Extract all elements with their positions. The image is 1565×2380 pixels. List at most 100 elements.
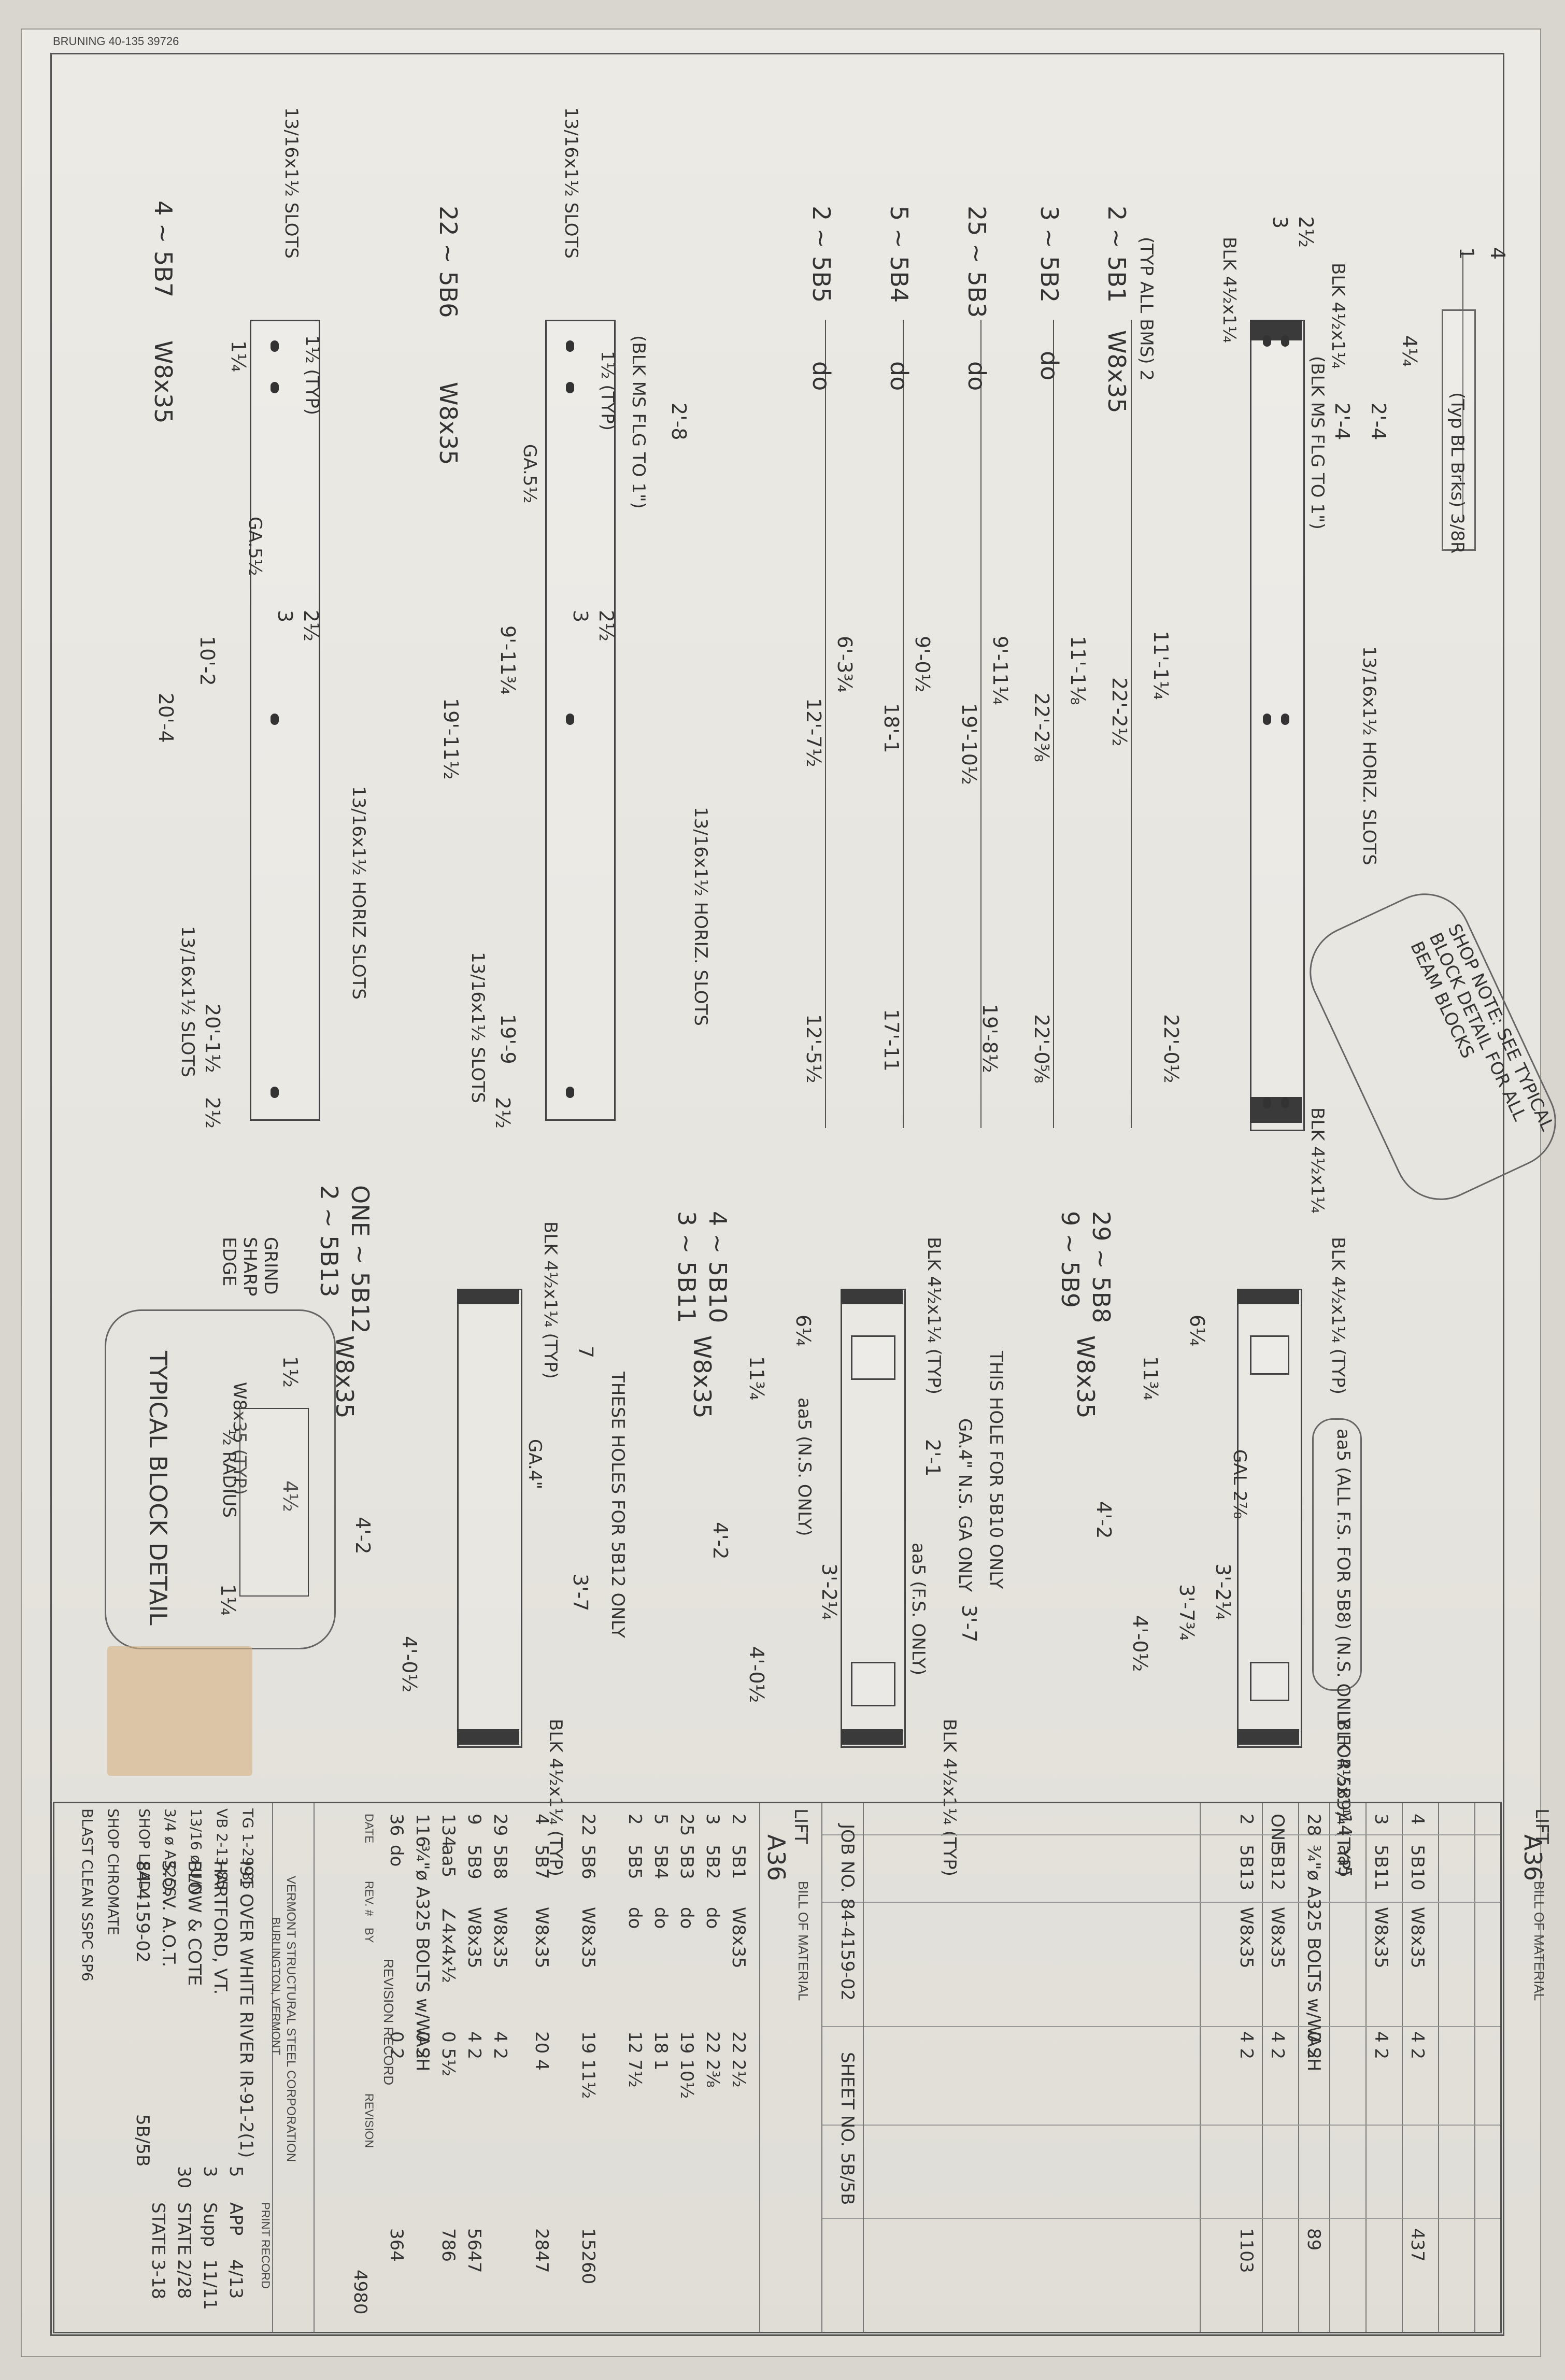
beam-mark-5: 2 ~ 5B5: [807, 206, 835, 303]
beam-5b10-d37: 3'-7: [958, 1605, 980, 1643]
bolt-hole: [1263, 335, 1271, 347]
dim-3: 3: [1269, 216, 1291, 229]
typ-all-beams: (TYP ALL BMS) 2: [1136, 237, 1157, 381]
dim-line: [825, 320, 826, 1128]
bom-left-header: BILL OF MATERIAL: [795, 1881, 811, 2001]
company-name: VERMONT STRUCTURAL STEEL CORPORATION: [284, 1876, 298, 2162]
typical-block-radius: ½ RADIUS: [219, 1429, 239, 1518]
beam-5b7-size: W8x35: [149, 340, 177, 424]
bom-l-row8-pcs: 29: [490, 1814, 510, 1836]
beam-d2-3: 19'-10½: [958, 703, 980, 785]
beam-size-2: do: [1035, 351, 1063, 381]
bom-l-row4-mark: 5B4: [650, 1845, 671, 1879]
bracket-dim-b: 2'-4: [1367, 403, 1390, 440]
bracket-detail: [1442, 309, 1476, 551]
beam-5b8-blk: BLK 4½x1¼ (TYP): [1328, 1237, 1348, 1395]
beam-5b12-d40: 4'-0½: [398, 1636, 421, 1693]
project-sheet: 5B/5B: [132, 2114, 153, 2167]
beam-5b7-d2: 20'-4: [154, 693, 177, 743]
paper-stain: [107, 1646, 252, 1776]
beam-mark-3: 25 ~ 5B3: [963, 206, 991, 318]
bom-total: 4980: [350, 2270, 371, 2315]
bolt-hole: [1281, 335, 1289, 347]
dim-2-4: 2'-4: [1331, 403, 1354, 440]
beam-d2-2: 22'-2⅜: [1030, 693, 1053, 762]
print-4-date: 3-18: [148, 2259, 168, 2300]
bom-l-row2-desc: do: [702, 1907, 723, 1929]
bom-l-row11-len: 0 2: [412, 2031, 433, 2060]
beam-5b7-horiz: 13/16x1½ HORIZ SLOTS: [348, 786, 369, 1000]
bom-l-row10-pcs: 134: [438, 1814, 459, 1847]
beam-5b8-d11: 11¾: [1139, 1356, 1162, 1401]
primer-note: SHOP CHROMATE: [105, 1808, 122, 1935]
blk-left-label: BLK 4½x1¼: [1219, 237, 1240, 343]
bom-r-row2-len: 4 2: [1371, 2031, 1391, 2060]
bolt-hole: [271, 340, 279, 352]
beam-5b7-typ: 1½ (TYP): [302, 335, 322, 415]
typical-block-grind: GRIND SHARP EDGE: [219, 1237, 281, 1296]
bom-l-row10-desc: ∠4x4x½: [438, 1907, 459, 1983]
beam-5b6-d1: 9'-11¾: [496, 625, 519, 695]
drawing-sheet: BRUNING 40-135 39726 4 1 4¼ 2'-4 (Typ BL…: [21, 28, 1565, 2357]
bom-l-row6-desc: W8x35: [578, 1907, 599, 1969]
revision-col-by: BY: [363, 1928, 376, 1943]
bom-l-row6-len: 19 11½: [578, 2031, 599, 2099]
bom-l-row9-mark: 5B9: [464, 1845, 485, 1879]
bolt-hole: [566, 382, 574, 393]
block-top: [841, 1289, 903, 1304]
print-4: STATE: [148, 2202, 168, 2256]
beam-d2-1: 22'-2½: [1108, 677, 1131, 747]
beam-5b7-dim22: 2½: [300, 610, 322, 642]
drawing-border: [50, 53, 1504, 2336]
beam-5b10-blk: BLK 4½x1¼ (TYP): [923, 1237, 944, 1395]
beam-5b8-d64: 6¼: [1186, 1315, 1208, 1347]
beam-d1-1: 11'-1¼: [1149, 631, 1172, 700]
beam-5b8-d40: 4'-0½: [1129, 1615, 1151, 1672]
beam-5b12-d37: 3'-7: [569, 1574, 592, 1612]
beam-5b10-aa1: aa5 (N.S. ONLY): [794, 1398, 815, 1536]
bom-left-lift: LIFT: [790, 1808, 811, 1844]
beam-size-5: do: [807, 361, 835, 391]
horiz-slots-label: 13/16x1½ HORIZ. SLOTS: [1359, 646, 1379, 865]
bom-job: JOB NO. 84-4159-02: [837, 1824, 858, 2001]
bom-l-row1-desc: W8x35: [728, 1907, 749, 1969]
bom-l-row8-len: 4 2: [490, 2031, 510, 2060]
blast-note: BLAST CLEAN SSPC SP6: [79, 1808, 96, 1982]
blk-ms-label: (BLK MS FLG TO 1"): [1307, 356, 1328, 530]
beam-5b10-d11: 11¾: [745, 1356, 768, 1401]
beam-5b8-d3: 3'-2¼: [1212, 1563, 1234, 1620]
beam-5b10-size: W8x35: [688, 1335, 716, 1419]
title-block: BILL OF MATERIAL LIFT A36 4 5B10 W8x35 4…: [53, 1802, 1552, 2333]
revision-col-rev: REV. #: [363, 1881, 376, 1916]
angle-clip: [851, 1335, 895, 1380]
revision-col-revision: REVISION: [363, 2093, 376, 2148]
typical-block-title: TYPICAL BLOCK DETAIL: [144, 1351, 172, 1626]
beam-5b10-aa2: aa5 (F.S. ONLY): [908, 1543, 929, 1676]
beam-mark-1: 2 ~ 5B1: [1103, 206, 1131, 303]
blk-top-label: BLK 4½x1¼: [1328, 263, 1348, 369]
bom-l-row1-pcs: 2: [728, 1814, 749, 1825]
angle-clip: [1250, 1335, 1289, 1375]
bom-r-row3-pcs: 14: [1334, 1814, 1355, 1836]
print-1-no: 5: [225, 2166, 246, 2177]
dim-2-half: 2½: [1294, 216, 1317, 248]
beam-5b6-dim22: 2½: [595, 610, 618, 642]
beam-5b7-d3: 20'-1½: [201, 1004, 224, 1073]
bracket-dim-a: 4¼: [1398, 335, 1421, 367]
beam-5b12-note: THESE HOLES FOR 5B12 ONLY: [607, 1372, 628, 1638]
beam-d3-4: 17'-11: [880, 1009, 903, 1072]
bom-l-row2-len: 22 2⅜: [702, 2031, 723, 2088]
dim-line: [1131, 320, 1132, 1128]
print-2-date: 11/11: [200, 2259, 220, 2310]
beam-5b12-d42: 4'-2: [351, 1517, 374, 1555]
bom-r-row6-mark: 5B13: [1236, 1845, 1257, 1891]
beam-d2-5: 12'-7½: [802, 698, 825, 767]
beam-5b6-edge: 2½: [491, 1097, 514, 1129]
beam-5b7-edge: 2½: [201, 1097, 224, 1129]
bom-r-row2-pcs: 3: [1371, 1814, 1391, 1825]
bom-l-row7-mark: 5B7: [531, 1845, 552, 1879]
bom-l-row10-mark: aa5: [438, 1845, 459, 1878]
bom-l-row12-mark: do: [386, 1845, 407, 1867]
bom-sheet: SHEET NO. 5B/5B: [837, 2052, 858, 2205]
paper-stamp: BRUNING 40-135 39726: [53, 35, 179, 48]
